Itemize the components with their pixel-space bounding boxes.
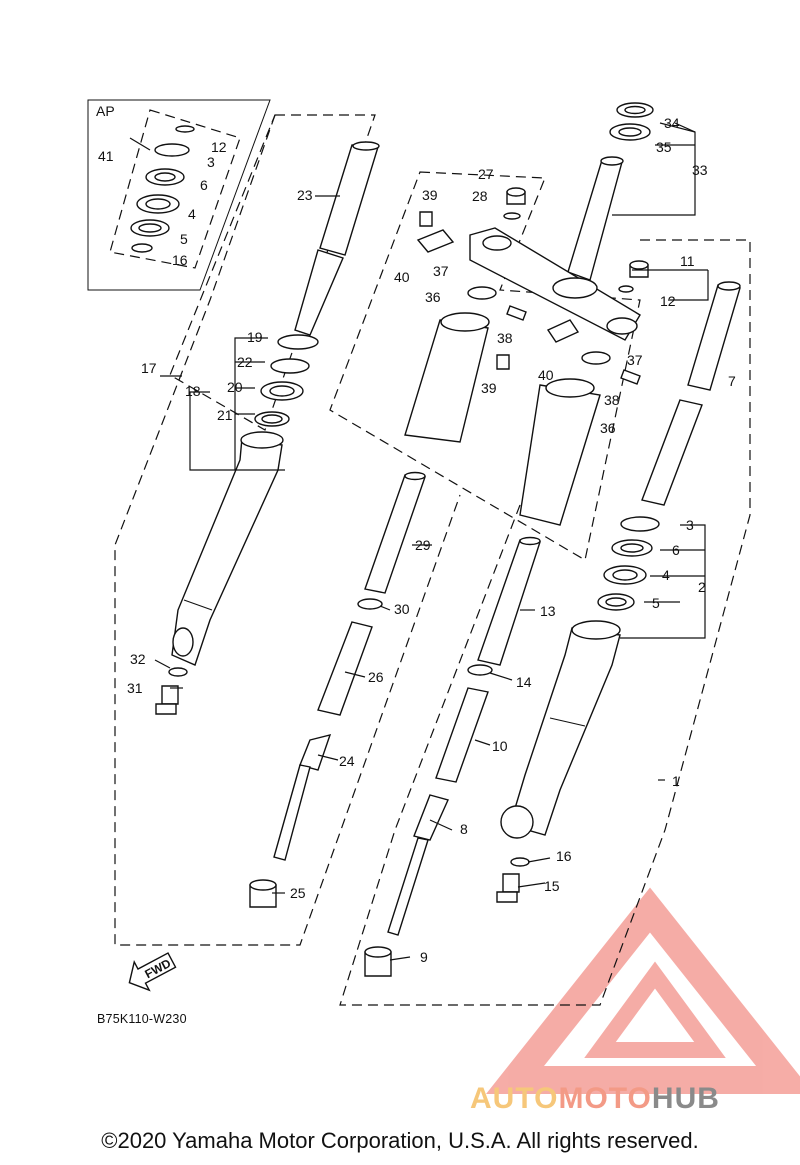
right-outer-tube — [500, 620, 621, 839]
callout-31: 31 — [127, 680, 143, 696]
callout-33: 33 — [692, 162, 708, 178]
callout-4: 4 — [662, 567, 670, 583]
callout-1: 1 — [672, 773, 680, 789]
callout-17: 17 — [141, 360, 157, 376]
callout-40-b: 40 — [538, 367, 554, 383]
callout-35: 35 — [656, 139, 672, 155]
callout-5-ap: 5 — [180, 231, 188, 247]
right-internals — [364, 536, 541, 977]
callout-6: 6 — [672, 542, 680, 558]
watermark-text: AUTOMOTOHUB — [470, 1082, 720, 1116]
callout-4-ap: 4 — [188, 206, 196, 222]
callout-41: 41 — [98, 148, 114, 164]
callout-16-ap: 16 — [172, 252, 188, 268]
callout-28: 28 — [472, 188, 488, 204]
leader-lines — [129, 122, 709, 961]
callout-39-b: 39 — [481, 380, 497, 396]
callout-25: 25 — [290, 885, 306, 901]
callout-3-ap: 3 — [207, 154, 215, 170]
callout-26: 26 — [368, 669, 384, 685]
callout-38: 38 — [497, 330, 513, 346]
watermark-text-hub: HUB — [651, 1082, 720, 1115]
callout-16: 16 — [556, 848, 572, 864]
callout-32: 32 — [130, 651, 146, 667]
callout-39: 39 — [422, 187, 438, 203]
callout-12: 12 — [660, 293, 676, 309]
callout-11: 11 — [680, 253, 695, 269]
callout-37: 37 — [433, 263, 449, 279]
dust-boots — [404, 312, 601, 526]
callout-29: 29 — [415, 537, 431, 553]
right-seals — [597, 516, 660, 611]
callout-labels: 1 2 3 3 4 4 5 5 6 6 7 8 9 10 11 12 12 13… — [98, 115, 736, 965]
callout-36: 36 — [425, 289, 441, 305]
callout-7: 7 — [728, 373, 736, 389]
callout-34: 34 — [664, 115, 680, 131]
callout-2: 2 — [698, 579, 706, 595]
bolt-31 — [161, 685, 179, 705]
callout-37-b: 37 — [627, 352, 643, 368]
left-inner-tube — [294, 141, 380, 336]
washer-32 — [168, 667, 188, 677]
callout-13: 13 — [540, 603, 556, 619]
callout-23: 23 — [297, 187, 313, 203]
callout-6-ap: 6 — [200, 177, 208, 193]
top-bolts — [419, 187, 649, 385]
clamps — [416, 229, 611, 365]
callout-20: 20 — [227, 379, 243, 395]
callout-21: 21 — [217, 407, 233, 423]
callout-12-ap: 12 — [211, 139, 227, 155]
callout-40: 40 — [394, 269, 410, 285]
callout-19: 19 — [247, 329, 263, 345]
callout-22: 22 — [237, 354, 253, 370]
callout-36-b: 36 — [600, 420, 616, 436]
callout-14: 14 — [516, 674, 532, 690]
callout-5: 5 — [652, 595, 660, 611]
callout-38-b: 38 — [604, 392, 620, 408]
left-internals — [249, 471, 426, 908]
steering-stem — [469, 102, 654, 341]
callout-9: 9 — [420, 949, 428, 965]
ap-box: AP — [87, 99, 271, 291]
callout-30: 30 — [394, 601, 410, 617]
callout-24: 24 — [339, 753, 355, 769]
watermark-text-moto: MOTO — [558, 1082, 652, 1115]
fwd-arrow-icon: FWD — [128, 952, 177, 992]
right-inner-tube — [641, 281, 741, 506]
ap-label: AP — [96, 103, 115, 119]
left-outer-tube — [171, 431, 284, 666]
callout-3: 3 — [686, 517, 694, 533]
callout-8: 8 — [460, 821, 468, 837]
diagram-code: B75K110-W230 — [97, 1012, 187, 1026]
left-seals — [254, 334, 319, 427]
copyright-notice: ©2020 Yamaha Motor Corporation, U.S.A. A… — [101, 1128, 699, 1153]
watermark-text-auto: AUTO — [470, 1082, 559, 1115]
callout-15: 15 — [544, 878, 560, 894]
watermark-logo — [486, 887, 800, 1094]
callout-10: 10 — [492, 738, 508, 754]
callout-18: 18 — [185, 383, 201, 399]
callout-27: 27 — [478, 166, 494, 182]
